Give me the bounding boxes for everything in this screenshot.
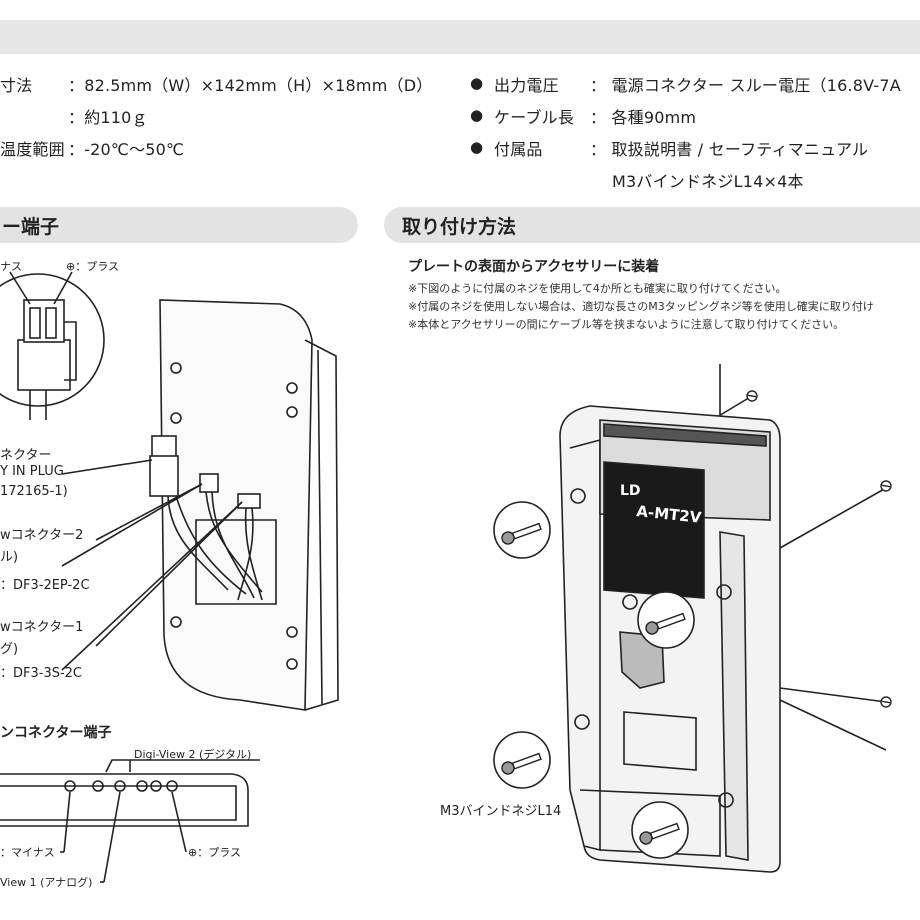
mounting-subtitle: プレートの表面からアクセサリーに装着 — [408, 259, 660, 275]
mounting-note-3: ※本体とアクセサリーの間にケーブル等を挟まないように注意して取り付けてください。 — [408, 318, 845, 331]
digi-view-2-label: Digi-View 2 (デジタル) — [134, 748, 252, 761]
spec-temp-label: 温度範囲 — [0, 140, 65, 159]
bottom-plus-label: ⊕：プラス — [188, 846, 241, 859]
plus-label: ⊕：プラス — [66, 260, 119, 273]
bottom-connector-title: ンコネクター端子 — [0, 725, 112, 741]
bullet-icon: ● — [470, 106, 484, 124]
w2-label-1: wコネクター2 — [0, 528, 84, 543]
mounting-note-1: ※下図のように付属のネジを使用して4か所とも確実に取り付けてください。 — [408, 282, 787, 295]
w1-label-1: wコネクター1 — [0, 620, 84, 635]
spec-voltage-value: ： 電源コネクター スルー電圧（16.8V-7A — [590, 76, 901, 95]
plate-mounting-diagram — [559, 364, 887, 873]
spec-dimension-label: 寸法 — [0, 76, 33, 95]
digi-view-1-label: View 1 (アナログ) — [0, 876, 93, 889]
spec-cable-value: ： 各種90mm — [590, 108, 697, 127]
spec-accessory-value: ： 取扱説明書 / セーフティマニュアル — [590, 140, 869, 159]
w1-label-2: グ) — [0, 642, 19, 657]
section-title-terminals: ー端子 — [2, 216, 60, 238]
w1-label-3: ：DF3-3S-2C — [0, 666, 83, 681]
spec-dimension-value: ：82.5mm（W）×142mm（H）×18mm（D） — [68, 76, 433, 95]
spec-cable-label: ケーブル長 — [494, 108, 575, 127]
spec-accessory-label: 付属品 — [494, 140, 543, 159]
screw-icon — [501, 522, 686, 845]
bullet-icon: ● — [470, 138, 484, 156]
bottom-connector-diagram — [0, 759, 260, 883]
spec-voltage-label: 出力電圧 — [494, 76, 559, 95]
section-title-mounting: 取り付け方法 — [402, 216, 517, 238]
plate-logo-text: LD — [620, 483, 641, 499]
connector-zoom-diagram — [0, 271, 105, 420]
w2-label-2: ル) — [0, 550, 19, 565]
connector-label-2: Y IN PLUG — [0, 464, 64, 479]
minus-label: ナス — [0, 260, 22, 273]
spec-temp-value: ：-20℃〜50℃ — [68, 140, 185, 159]
screw-tip-icon — [746, 390, 892, 708]
bottom-minus-label: ：マイナス — [0, 846, 55, 859]
plate-model-text: A-MT2V — [636, 502, 703, 527]
bullet-icon: ● — [470, 74, 484, 92]
section-bar-mounting — [384, 207, 920, 243]
header-bar — [0, 20, 920, 54]
plate-rear-diagram — [61, 299, 339, 711]
connector-label-1: ネクター — [0, 448, 52, 463]
mounting-note-2: ※付属のネジを使用しない場合は、適切な長さのM3タッピングネジ等を使用し確実に取… — [408, 300, 874, 313]
screw-label: M3バインドネジL14 — [440, 804, 562, 819]
spec-accessory-screws: M3バインドネジL14×4本 — [612, 172, 804, 191]
section-bar-terminals — [0, 207, 358, 243]
connector-label-3: 172165-1) — [0, 484, 68, 499]
spec-weight-value: ：約110ｇ — [68, 108, 148, 127]
w2-label-3: ：DF3-2EP-2C — [0, 578, 90, 593]
